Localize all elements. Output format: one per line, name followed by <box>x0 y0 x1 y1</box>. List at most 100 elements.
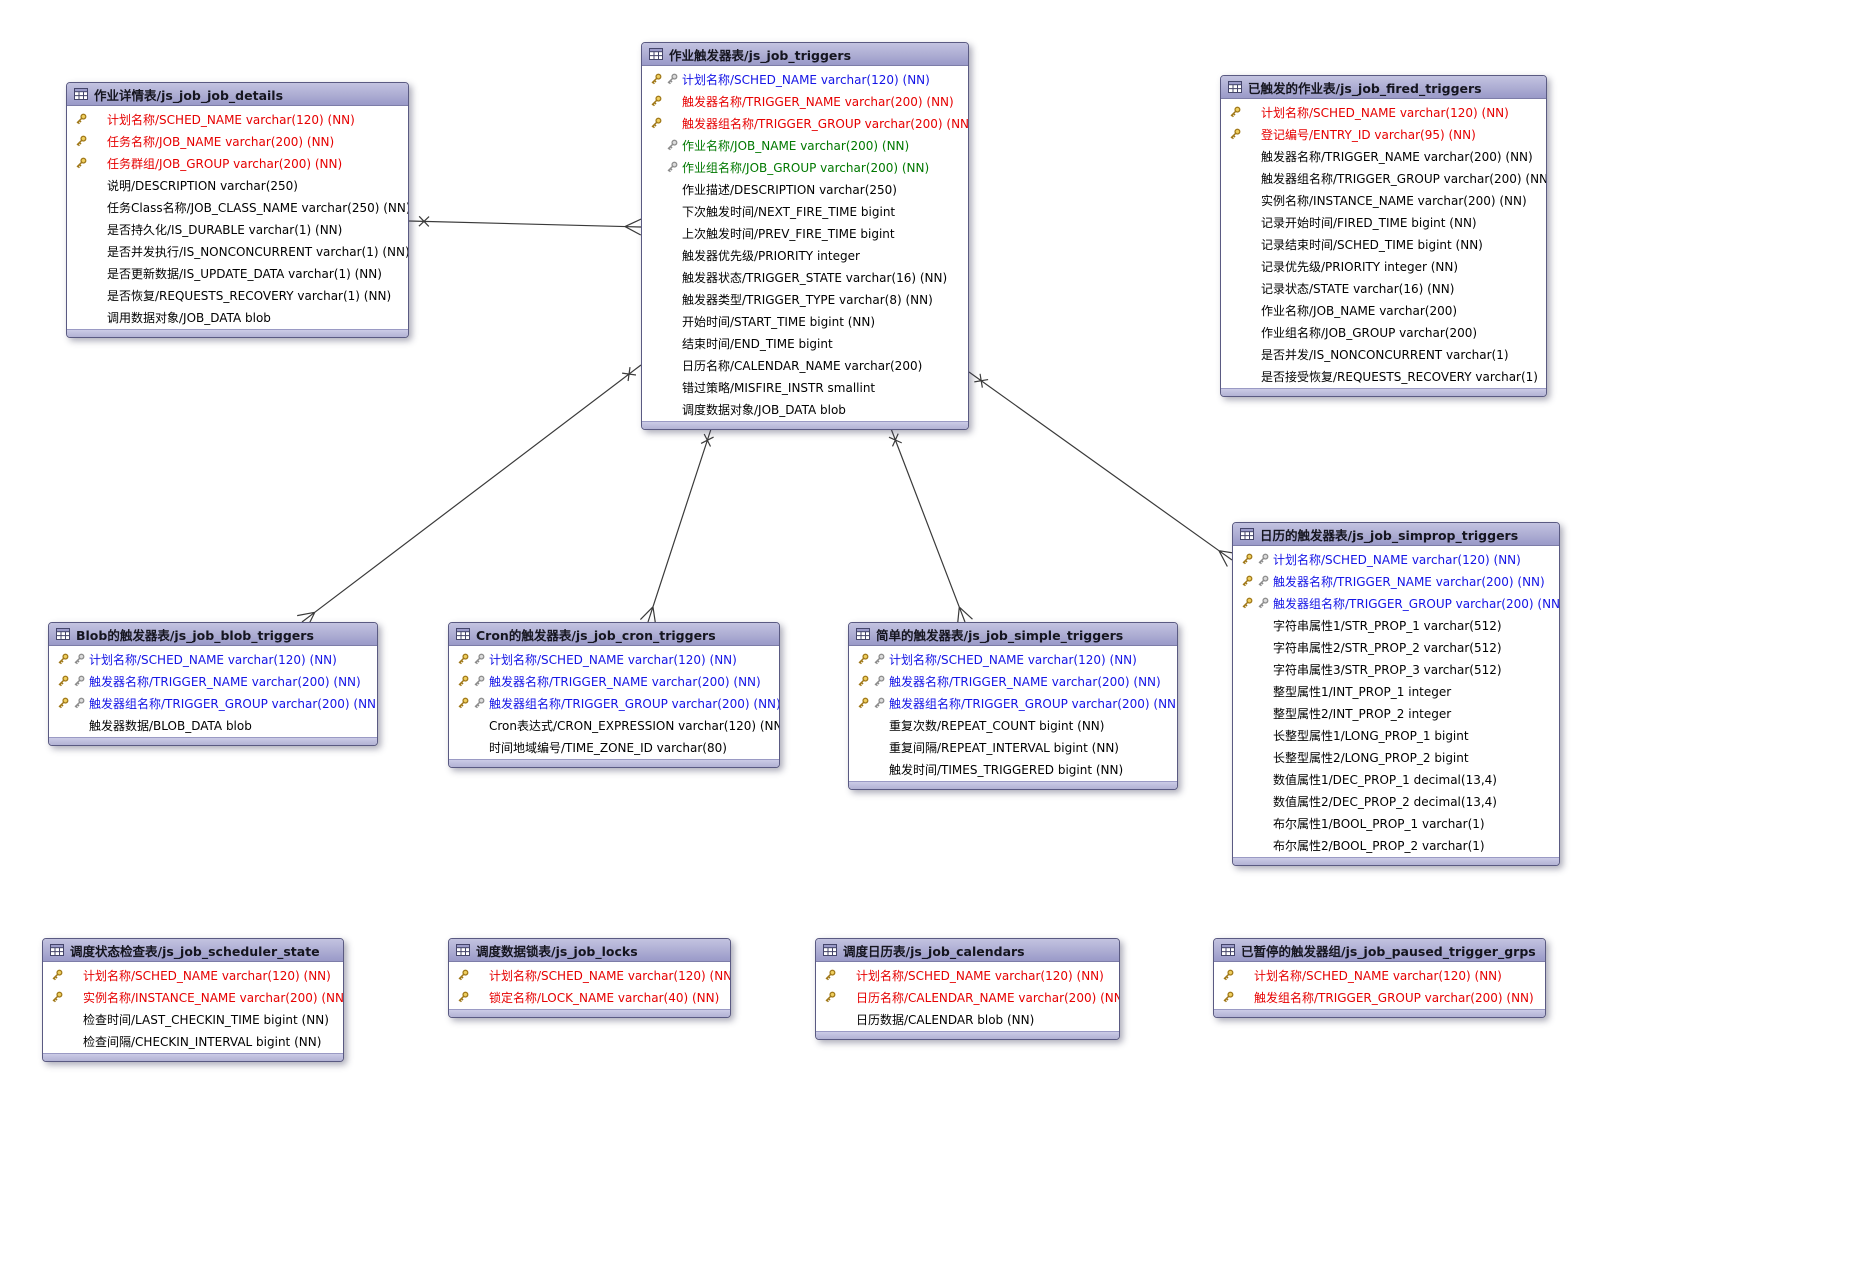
column-row: 计划名称/SCHED_NAME varchar(120) (NN) <box>1221 101 1546 123</box>
column-label: 任务群组/JOB_GROUP varchar(200) (NN) <box>107 156 343 171</box>
entity-header[interactable]: 调度状态检查表/js_job_scheduler_state <box>43 939 343 962</box>
column-label: 登记编号/ENTRY_ID varchar(95) (NN) <box>1261 127 1476 142</box>
entity-header[interactable]: Blob的触发器表/js_job_blob_triggers <box>49 623 377 646</box>
column-label: 实例名称/INSTANCE_NAME varchar(200) (NN) <box>83 990 343 1005</box>
column-label: 整型属性2/INT_PROP_2 integer <box>1273 706 1452 721</box>
column-label: 整型属性1/INT_PROP_1 integer <box>1273 684 1452 699</box>
entity-header[interactable]: 已暂停的触发器组/js_job_paused_trigger_grps <box>1214 939 1545 962</box>
column-row: 错过策略/MISFIRE_INSTR smallint <box>642 376 968 398</box>
column-row: Cron表达式/CRON_EXPRESSION varchar(120) (NN… <box>449 714 779 736</box>
column-row: 是否并发执行/IS_NONCONCURRENT varchar(1) (NN) <box>67 240 408 262</box>
entity-columns: 计划名称/SCHED_NAME varchar(120) (NN)触发器名称/T… <box>49 646 377 737</box>
entity-js_job_simple_triggers[interactable]: 简单的触发器表/js_job_simple_triggers 计划名称/SCHED… <box>848 622 1178 790</box>
column-label: 日历名称/CALENDAR_NAME varchar(200) (NN) <box>856 990 1119 1005</box>
column-row: 是否接受恢复/REQUESTS_RECOVERY varchar(1) <box>1221 365 1546 387</box>
primary-key-icon <box>54 674 70 689</box>
column-label: 作业名称/JOB_NAME varchar(200) <box>1261 303 1458 318</box>
entity-columns: 计划名称/SCHED_NAME varchar(120) (NN) 登记编号/EN… <box>1221 99 1546 388</box>
entity-header[interactable]: 调度数据锁表/js_job_locks <box>449 939 730 962</box>
column-label: 调度数据对象/JOB_DATA blob <box>682 402 846 417</box>
entity-columns: 计划名称/SCHED_NAME varchar(120) (NN)触发组名称/T… <box>1214 962 1545 1009</box>
entity-js_job_calendars[interactable]: 调度日历表/js_job_calendars 计划名称/SCHED_NAME va… <box>815 938 1120 1040</box>
column-label: 日历数据/CALENDAR blob (NN) <box>856 1012 1035 1027</box>
column-row: 触发器名称/TRIGGER_NAME varchar(200) (NN) <box>449 670 779 692</box>
column-row: 是否更新数据/IS_UPDATE_DATA varchar(1) (NN) <box>67 262 408 284</box>
column-label: 触发器组名称/TRIGGER_GROUP varchar(200) (NN) <box>489 696 779 711</box>
relation-js_job_triggers--js_job_simple_triggers <box>888 425 973 625</box>
entity-title: Cron的触发器表/js_job_cron_triggers <box>476 627 716 643</box>
column-label: 计划名称/SCHED_NAME varchar(120) (NN) <box>889 652 1137 667</box>
table-icon <box>1221 944 1235 956</box>
column-row: 长整型属性2/LONG_PROP_2 bigint <box>1233 746 1559 768</box>
primary-key-icon <box>1238 574 1254 589</box>
relation-js_job_triggers--js_job_simprop_triggers <box>968 371 1237 567</box>
entity-title: 已触发的作业表/js_job_fired_triggers <box>1248 80 1482 96</box>
column-label: 计划名称/SCHED_NAME varchar(120) (NN) <box>856 968 1104 983</box>
entity-columns: 计划名称/SCHED_NAME varchar(120) (NN)任务名称/JO… <box>67 106 408 329</box>
entity-header[interactable]: 简单的触发器表/js_job_simple_triggers <box>849 623 1177 646</box>
entity-js_job_scheduler_state[interactable]: 调度状态检查表/js_job_scheduler_state 计划名称/SCHED… <box>42 938 344 1062</box>
entity-header[interactable]: 日历的触发器表/js_job_simprop_triggers <box>1233 523 1559 546</box>
column-label: 重复间隔/REPEAT_INTERVAL bigint (NN) <box>889 740 1119 755</box>
foreign-key-icon <box>1254 596 1270 611</box>
column-label: 说明/DESCRIPTION varchar(250) <box>107 178 298 193</box>
entity-columns: 计划名称/SCHED_NAME varchar(120) (NN) 实例名称/IN… <box>43 962 343 1053</box>
column-label: 实例名称/INSTANCE_NAME varchar(200) (NN) <box>1261 193 1527 208</box>
column-row: 记录结束时间/SCHED_TIME bigint (NN) <box>1221 233 1546 255</box>
entity-header[interactable]: 调度日历表/js_job_calendars <box>816 939 1119 962</box>
column-row: 触发器名称/TRIGGER_NAME varchar(200) (NN) <box>849 670 1177 692</box>
column-row: 锁定名称/LOCK_NAME varchar(40) (NN) <box>449 986 730 1008</box>
column-row: 触发组名称/TRIGGER_GROUP varchar(200) (NN) <box>1214 986 1545 1008</box>
column-row: 登记编号/ENTRY_ID varchar(95) (NN) <box>1221 123 1546 145</box>
entity-header[interactable]: 作业触发器表/js_job_triggers <box>642 43 968 66</box>
column-label: 触发器组名称/TRIGGER_GROUP varchar(200) (NN) <box>1273 596 1559 611</box>
column-row: 日历名称/CALENDAR_NAME varchar(200) <box>642 354 968 376</box>
table-icon <box>456 628 470 640</box>
column-row: 日历名称/CALENDAR_NAME varchar(200) (NN) <box>816 986 1119 1008</box>
column-row: 是否并发/IS_NONCONCURRENT varchar(1) <box>1221 343 1546 365</box>
column-label: 计划名称/SCHED_NAME varchar(120) (NN) <box>1261 105 1509 120</box>
entity-header[interactable]: Cron的触发器表/js_job_cron_triggers <box>449 623 779 646</box>
primary-key-icon <box>821 968 837 983</box>
column-row: 任务Class名称/JOB_CLASS_NAME varchar(250) (N… <box>67 196 408 218</box>
column-row: 计划名称/SCHED_NAME varchar(120) (NN) <box>49 648 377 670</box>
table-icon <box>1240 528 1254 540</box>
column-row: 触发器组名称/TRIGGER_GROUP varchar(200) (NN) <box>49 692 377 714</box>
column-label: 触发器名称/TRIGGER_NAME varchar(200) (NN) <box>1273 574 1545 589</box>
column-label: 上次触发时间/PREV_FIRE_TIME bigint <box>682 226 895 241</box>
column-label: 触发器状态/TRIGGER_STATE varchar(16) (NN) <box>682 270 948 285</box>
entity-js_job_cron_triggers[interactable]: Cron的触发器表/js_job_cron_triggers 计划名称/SCHED… <box>448 622 780 768</box>
entity-footer <box>1233 857 1559 865</box>
column-label: 计划名称/SCHED_NAME varchar(120) (NN) <box>83 968 331 983</box>
column-row: 长整型属性1/LONG_PROP_1 bigint <box>1233 724 1559 746</box>
column-row: 触发器名称/TRIGGER_NAME varchar(200) (NN) <box>642 90 968 112</box>
entity-header[interactable]: 已触发的作业表/js_job_fired_triggers <box>1221 76 1546 99</box>
column-label: 开始时间/START_TIME bigint (NN) <box>682 314 876 329</box>
column-row: 重复间隔/REPEAT_INTERVAL bigint (NN) <box>849 736 1177 758</box>
entity-footer <box>43 1053 343 1061</box>
column-row: 触发器类型/TRIGGER_TYPE varchar(8) (NN) <box>642 288 968 310</box>
column-row: 任务名称/JOB_NAME varchar(200) (NN) <box>67 130 408 152</box>
column-row: 调用数据对象/JOB_DATA blob <box>67 306 408 328</box>
column-row: 数值属性2/DEC_PROP_2 decimal(13,4) <box>1233 790 1559 812</box>
foreign-key-icon <box>1254 574 1270 589</box>
entity-columns: 计划名称/SCHED_NAME varchar(120) (NN)触发器名称/T… <box>449 646 779 759</box>
column-label: 锁定名称/LOCK_NAME varchar(40) (NN) <box>489 990 720 1005</box>
column-row: 上次触发时间/PREV_FIRE_TIME bigint <box>642 222 968 244</box>
entity-js_job_fired_triggers[interactable]: 已触发的作业表/js_job_fired_triggers 计划名称/SCHED_… <box>1220 75 1547 397</box>
entity-title: 调度状态检查表/js_job_scheduler_state <box>70 943 320 959</box>
foreign-key-icon <box>663 138 679 153</box>
column-label: 触发时间/TIMES_TRIGGERED bigint (NN) <box>889 762 1124 777</box>
primary-key-icon <box>1238 552 1254 567</box>
foreign-key-icon <box>870 674 886 689</box>
entity-header[interactable]: 作业详情表/js_job_job_details <box>67 83 408 106</box>
primary-key-icon <box>454 990 470 1005</box>
column-row: 数值属性1/DEC_PROP_1 decimal(13,4) <box>1233 768 1559 790</box>
column-label: 长整型属性2/LONG_PROP_2 bigint <box>1273 750 1469 765</box>
